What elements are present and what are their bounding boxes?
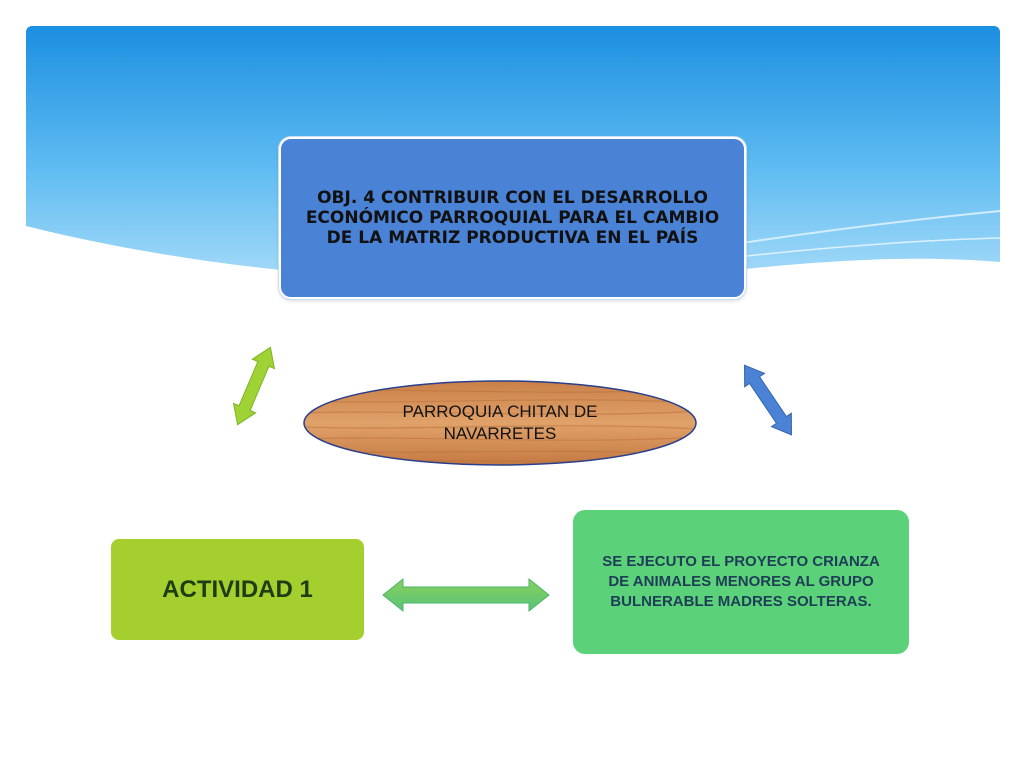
center-label: PARROQUIA CHITAN DE NAVARRETES (402, 402, 598, 443)
wood-texture (303, 380, 697, 466)
activity-text: ACTIVIDAD 1 (162, 575, 313, 603)
arrow-activity-objective (232, 346, 276, 426)
arrow-objective-project (744, 364, 792, 436)
arrow-activity-project (382, 577, 550, 613)
objective-box: OBJ. 4 CONTRIBUIR CON EL DESARROLLO ECON… (279, 137, 746, 299)
objective-text: OBJ. 4 CONTRIBUIR CON EL DESARROLLO ECON… (305, 188, 720, 248)
project-text: SE EJECUTO EL PROYECTO CRIANZA DE ANIMAL… (602, 553, 880, 610)
activity-box: ACTIVIDAD 1 (111, 539, 364, 640)
project-box: SE EJECUTO EL PROYECTO CRIANZA DE ANIMAL… (573, 510, 909, 654)
center-ellipse: PARROQUIA CHITAN DE NAVARRETES (302, 379, 698, 467)
